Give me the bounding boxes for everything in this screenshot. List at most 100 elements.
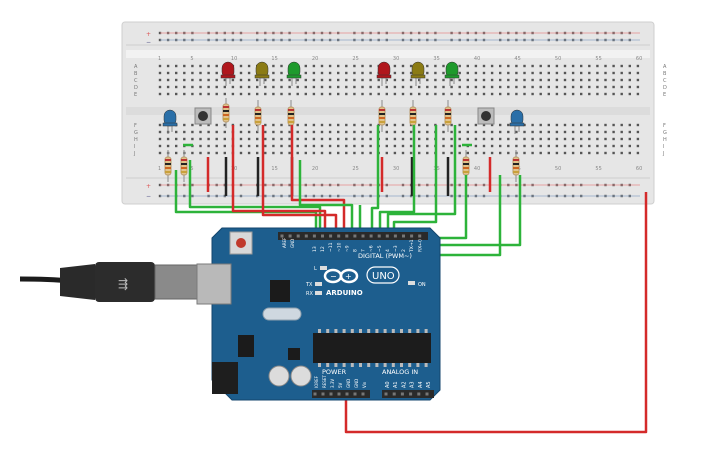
digital-pin-label: 2 (401, 249, 407, 252)
pushbutton-1[interactable] (194, 107, 212, 125)
led-blue-1[interactable] (162, 109, 178, 134)
pushbutton-2[interactable] (477, 107, 495, 125)
column-number: 45 (514, 56, 520, 62)
column-number: 50 (555, 56, 561, 62)
row-letter: H (134, 137, 138, 143)
digital-label: DIGITAL (PWM~) (358, 252, 412, 260)
usb-cable: ⇶ (19, 262, 198, 302)
row-letter: D (134, 85, 138, 91)
power-rail-lines (160, 32, 640, 197)
row-letter: C (134, 78, 138, 84)
resistor[interactable] (180, 156, 188, 176)
rail-plus-top: + (146, 31, 151, 38)
power-pin-label: IOREF (314, 375, 319, 388)
column-number: 40 (474, 166, 480, 172)
power-header (312, 390, 370, 398)
row-letter: B (663, 71, 667, 77)
row-letter: A (134, 64, 138, 70)
row-letter: F (663, 123, 666, 129)
aref-label: AREF (282, 237, 287, 248)
column-number: 25 (352, 56, 358, 62)
capacitor-2 (290, 365, 312, 387)
led-red-1[interactable] (220, 61, 236, 86)
led-blue-2[interactable] (509, 109, 525, 134)
power-pin-label: 3.3V (330, 379, 335, 388)
digital-pin-label: 13 (312, 246, 318, 252)
row-letter: J (133, 151, 135, 157)
rail-minus-bottom: − (146, 193, 151, 200)
digital-header (278, 232, 428, 240)
rx-label: RX (306, 291, 313, 297)
row-letter: B (134, 71, 138, 77)
power-pin-label: GND (346, 379, 351, 388)
l-led-label: L (314, 266, 317, 272)
analog-pin-label: A0 (385, 381, 391, 388)
analog-pin-label: A5 (426, 381, 432, 388)
column-number: 60 (636, 166, 642, 172)
column-number: 15 (271, 56, 277, 62)
led-yellow-1[interactable] (254, 61, 270, 86)
led-green-1[interactable] (286, 61, 302, 86)
column-number: 40 (474, 56, 480, 62)
resistor[interactable] (378, 106, 386, 126)
row-letter: E (134, 92, 137, 98)
leds[interactable] (162, 61, 525, 134)
column-number: 20 (312, 166, 318, 172)
resistor[interactable] (254, 106, 262, 126)
power-pin-label: 5V (338, 382, 343, 388)
column-number: 30 (393, 166, 399, 172)
column-number: 20 (312, 56, 318, 62)
power-pin-label: RESET (322, 375, 327, 388)
column-number: 55 (595, 56, 601, 62)
led-green-2[interactable] (444, 61, 460, 86)
analog-pin-label: A1 (393, 381, 399, 388)
analog-pin-label: A2 (401, 381, 407, 388)
analog-pin-label: A4 (418, 381, 424, 388)
atmega-chip (313, 333, 431, 363)
power-label: POWER (322, 368, 347, 376)
digital-pin-label: ~11 (328, 242, 334, 252)
digital-pin-label: ~10 (336, 242, 342, 252)
column-number: 15 (271, 166, 277, 172)
digital-pin-label: 8 (353, 249, 359, 252)
analog-label: ANALOG IN (382, 368, 418, 376)
resistor[interactable] (512, 156, 520, 176)
column-number: 30 (393, 56, 399, 62)
column-number: 1 (158, 56, 161, 62)
row-letter: G (134, 130, 138, 136)
digital-pin-label: ~5 (377, 245, 383, 252)
column-number: 5 (190, 56, 193, 62)
resistor[interactable] (444, 106, 452, 126)
svg-text:−: − (330, 272, 337, 281)
resistor[interactable] (287, 106, 295, 126)
gnd-top-label: GND (290, 239, 295, 248)
tx-label: TX (305, 282, 313, 288)
resistor[interactable] (409, 106, 417, 126)
column-number: 5 (190, 166, 193, 172)
arduino-logo: − + (323, 268, 359, 284)
digital-pin-label: ~6 (369, 245, 375, 252)
row-letter: A (663, 64, 667, 70)
led-red-2[interactable] (376, 61, 392, 86)
row-letter: D (663, 85, 667, 91)
led-yellow-2[interactable] (410, 61, 426, 86)
column-number: 55 (595, 166, 601, 172)
resistor[interactable] (164, 156, 172, 176)
row-letter: H (663, 137, 667, 143)
resistors[interactable] (164, 98, 520, 182)
column-number: 60 (636, 56, 642, 62)
row-letter: J (662, 151, 664, 157)
row-letter: E (663, 92, 666, 98)
crystal (262, 307, 302, 321)
digital-pin-label: RX←0 (417, 239, 423, 252)
resistor[interactable] (462, 156, 470, 176)
resistor[interactable] (222, 103, 230, 123)
uno-label: UNO (372, 271, 395, 282)
digital-pin-label: 12 (320, 246, 326, 252)
